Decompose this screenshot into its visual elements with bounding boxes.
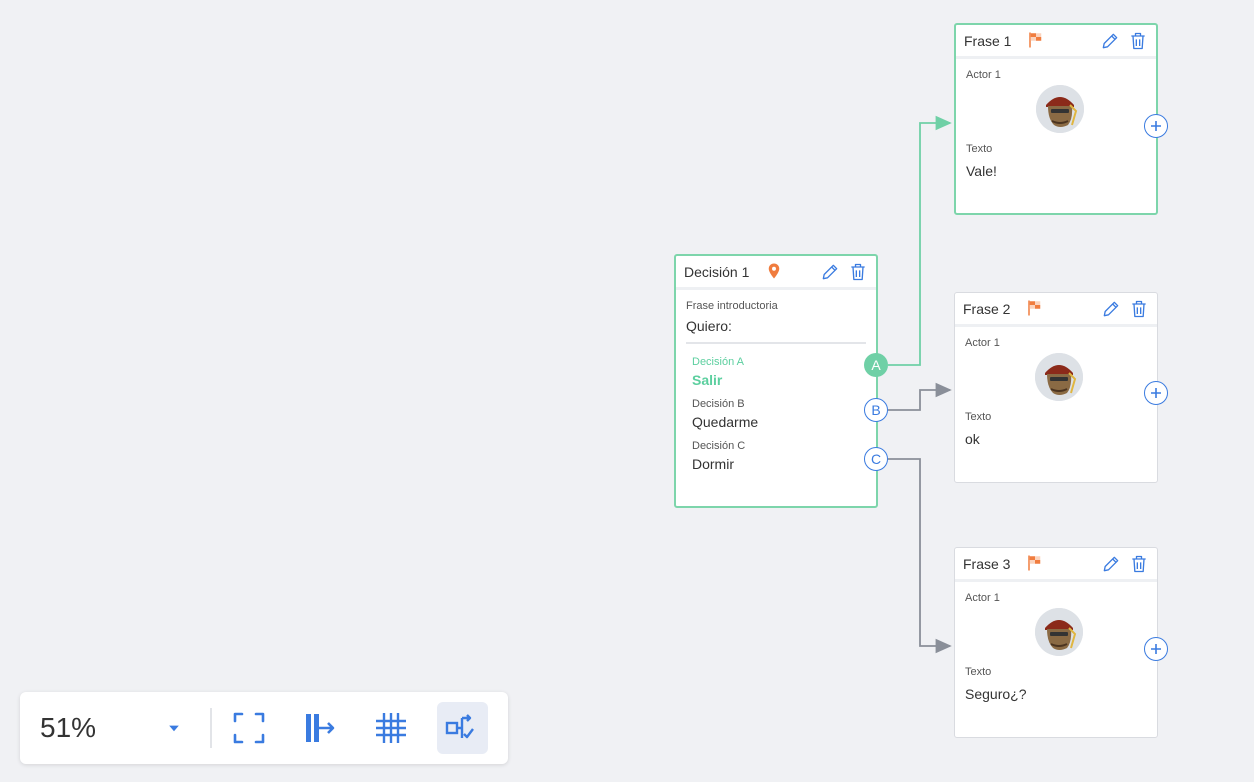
actor-avatar — [1035, 353, 1083, 401]
frase-title: Frase 1 — [964, 32, 1012, 49]
decision-title: Decisión 1 — [684, 263, 750, 280]
decision-flow-icon — [446, 714, 475, 739]
texto-label: Texto — [965, 666, 992, 678]
intro-text: Quiero: — [686, 318, 732, 334]
add-node-button[interactable] — [1144, 114, 1168, 138]
frase-title: Frase 3 — [963, 555, 1011, 572]
plus-icon — [1151, 644, 1161, 654]
edit-icon[interactable] — [1100, 31, 1120, 51]
decision-option-b[interactable]: Decisión B Quedarme — [686, 398, 866, 430]
location-pin-icon — [765, 262, 785, 282]
option-text: Quedarme — [692, 414, 759, 430]
add-node-button[interactable] — [1144, 381, 1168, 405]
flag-icon — [1027, 31, 1047, 51]
decision-node[interactable]: Decisión 1 Frase introductoria Quiero: D… — [674, 254, 878, 508]
actor-avatar — [1036, 85, 1084, 133]
plus-icon — [1151, 388, 1161, 398]
option-label: Decisión A — [692, 356, 744, 368]
plus-icon — [1151, 121, 1161, 131]
frase-body: Actor 1 Texto Seguro¿? — [955, 582, 1157, 742]
frase-body: Actor 1 Texto Vale! — [956, 59, 1156, 219]
frase-header: Frase 3 — [955, 548, 1157, 582]
actor-label: Actor 1 — [966, 69, 1001, 81]
intro-label: Frase introductoria — [686, 300, 778, 312]
delete-icon[interactable] — [1128, 31, 1148, 51]
grid-button[interactable] — [366, 702, 417, 754]
port-a[interactable]: A — [864, 353, 888, 377]
port-b[interactable]: B — [864, 398, 888, 422]
texto-value: ok — [965, 431, 980, 447]
texto-label: Texto — [966, 143, 993, 155]
decision-flow-button[interactable] — [436, 702, 489, 754]
actor-label: Actor 1 — [965, 337, 1000, 349]
flag-icon — [1026, 299, 1046, 319]
delete-icon[interactable] — [848, 262, 868, 282]
connector-a — [888, 115, 952, 366]
texto-value: Vale! — [966, 163, 997, 179]
texto-label: Texto — [965, 411, 992, 423]
frase-title: Frase 2 — [963, 300, 1011, 317]
fit-screen-button[interactable] — [224, 702, 275, 754]
add-node-button[interactable] — [1144, 637, 1168, 661]
frase-node-3[interactable]: Frase 3 Actor 1 Texto Seguro¿? — [954, 547, 1158, 738]
fit-screen-icon — [233, 712, 265, 744]
decision-option-c[interactable]: Decisión C Dormir — [686, 440, 866, 472]
toolbar-divider — [209, 708, 212, 748]
grid-icon — [376, 713, 407, 743]
delete-icon[interactable] — [1129, 299, 1149, 319]
edit-icon[interactable] — [820, 262, 840, 282]
texto-value: Seguro¿? — [965, 686, 1027, 702]
decision-body: Frase introductoria Quiero: Decisión A S… — [676, 290, 876, 492]
frase-node-2[interactable]: Frase 2 Actor 1 Texto ok — [954, 292, 1158, 483]
decision-node-header: Decisión 1 — [676, 256, 876, 290]
frase-body: Actor 1 Texto ok — [955, 327, 1157, 487]
divider — [686, 342, 866, 344]
frase-node-1[interactable]: Frase 1 Actor 1 Texto Vale! — [954, 23, 1158, 215]
auto-layout-button[interactable] — [295, 702, 346, 754]
option-label: Decisión C — [692, 440, 746, 452]
auto-layout-icon — [306, 714, 335, 742]
edit-icon[interactable] — [1101, 299, 1121, 319]
connector-b — [888, 382, 952, 411]
zoom-level[interactable]: 51% — [40, 712, 97, 743]
decision-option-a[interactable]: Decisión A Salir — [686, 356, 866, 388]
edit-icon[interactable] — [1101, 554, 1121, 574]
frase-header: Frase 1 — [956, 25, 1156, 59]
port-c[interactable]: C — [864, 447, 888, 471]
frase-header: Frase 2 — [955, 293, 1157, 327]
flag-icon — [1026, 554, 1046, 574]
zoom-dropdown-icon[interactable] — [164, 718, 184, 738]
actor-avatar — [1035, 608, 1083, 656]
option-label: Decisión B — [692, 398, 745, 410]
actor-label: Actor 1 — [965, 592, 1000, 604]
delete-icon[interactable] — [1129, 554, 1149, 574]
option-text: Salir — [692, 372, 723, 388]
option-text: Dormir — [692, 456, 734, 472]
canvas-toolbar: 51% — [20, 692, 508, 764]
connector-c — [888, 458, 952, 654]
